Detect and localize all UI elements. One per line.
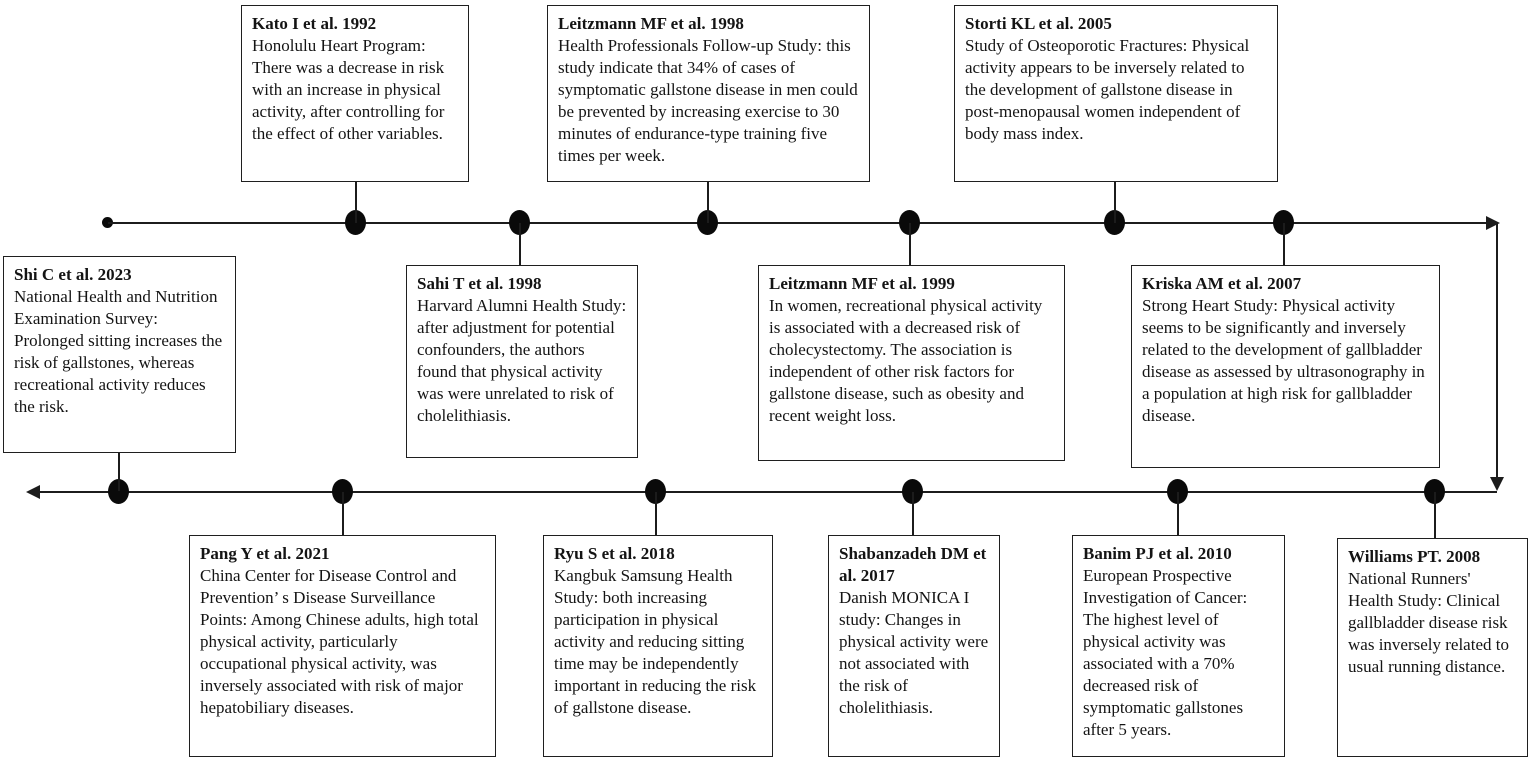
timeline-dot-sahi [509, 210, 530, 235]
study-title: Kato I et al. 1992 [252, 14, 377, 33]
study-title: Storti KL et al. 2005 [965, 14, 1112, 33]
timeline-axis-bottom [39, 491, 1497, 493]
connector-line-banim [1177, 492, 1179, 535]
study-box-shabanzadeh-2017: Shabanzadeh DM et al. 2017 Danish MONICA… [828, 535, 1000, 757]
study-title: Ryu S et al. 2018 [554, 544, 675, 563]
timeline-dot-shi [108, 479, 129, 504]
study-summary: Study of Osteoporotic Fractures: Physica… [965, 36, 1250, 143]
arrow-down-icon [1490, 477, 1504, 491]
study-title: Leitzmann MF et al. 1999 [769, 274, 955, 293]
timeline-start-dot [102, 217, 113, 228]
connector-line-shabanzadeh [912, 492, 914, 535]
connector-line-sahi [519, 223, 521, 265]
arrow-left-icon [26, 485, 40, 499]
study-summary: China Center for Disease Control and Pre… [200, 566, 479, 717]
timeline-dot-leitzmann-1999 [899, 210, 920, 235]
study-title: Sahi T et al. 1998 [417, 274, 542, 293]
study-title: Shabanzadeh DM et al. 2017 [839, 544, 987, 585]
timeline-dot-williams [1424, 479, 1445, 504]
study-title: Banim PJ et al. 2010 [1083, 544, 1232, 563]
study-summary: Honolulu Heart Program: There was a decr… [252, 36, 445, 143]
connector-line-williams [1434, 492, 1436, 538]
timeline-axis-right-link [1496, 222, 1498, 477]
study-summary: Danish MONICA I study: Changes in physic… [839, 588, 989, 717]
timeline-dot-ryu [645, 479, 666, 504]
study-box-leitzmann-1998: Leitzmann MF et al. 1998 Health Professi… [547, 5, 870, 182]
timeline-dot-shabanzadeh [902, 479, 923, 504]
study-summary: Kangbuk Samsung Health Study: both incre… [554, 566, 757, 717]
study-summary: Strong Heart Study: Physical activity se… [1142, 296, 1425, 425]
study-box-banim-2010: Banim PJ et al. 2010 European Prospectiv… [1072, 535, 1285, 757]
study-title: Pang Y et al. 2021 [200, 544, 330, 563]
timeline-dot-banim [1167, 479, 1188, 504]
study-box-williams-2008: Williams PT. 2008 National Runners' Heal… [1337, 538, 1528, 757]
study-box-kriska-2007: Kriska AM et al. 2007 Strong Heart Study… [1131, 265, 1440, 468]
study-box-storti-2005: Storti KL et al. 2005 Study of Osteoporo… [954, 5, 1278, 182]
study-title: Leitzmann MF et al. 1998 [558, 14, 744, 33]
connector-line-kriska [1283, 223, 1285, 265]
study-box-sahi-1998: Sahi T et al. 1998 Harvard Alumni Health… [406, 265, 638, 458]
timeline-dot-kriska [1273, 210, 1294, 235]
timeline-axis-top [108, 222, 1488, 224]
connector-line-pang [342, 492, 344, 535]
study-summary: National Runners' Health Study: Clinical… [1348, 569, 1509, 676]
study-title: Williams PT. 2008 [1348, 547, 1481, 566]
timeline-dot-pang [332, 479, 353, 504]
connector-line-storti [1114, 182, 1116, 223]
study-box-kato-1992: Kato I et al. 1992 Honolulu Heart Progra… [241, 5, 469, 182]
study-summary: Health Professionals Follow-up Study: th… [558, 36, 858, 165]
study-summary: In women, recreational physical activity… [769, 296, 1043, 425]
study-summary: European Prospective Investigation of Ca… [1083, 566, 1248, 739]
connector-line-ryu [655, 492, 657, 535]
connector-line-shi [118, 453, 120, 491]
study-box-shi-2023: Shi C et al. 2023 National Health and Nu… [3, 256, 236, 453]
connector-line-leitzmann-1999 [909, 223, 911, 265]
study-box-ryu-2018: Ryu S et al. 2018 Kangbuk Samsung Health… [543, 535, 773, 757]
connector-line-kato [355, 182, 357, 223]
study-summary: Harvard Alumni Health Study: after adjus… [417, 296, 627, 425]
study-title: Shi C et al. 2023 [14, 265, 132, 284]
study-title: Kriska AM et al. 2007 [1142, 274, 1302, 293]
study-summary: National Health and Nutrition Examinatio… [14, 287, 223, 416]
study-box-leitzmann-1999: Leitzmann MF et al. 1999 In women, recre… [758, 265, 1065, 461]
connector-line-leitzmann-1998 [707, 182, 709, 223]
study-box-pang-2021: Pang Y et al. 2021 China Center for Dise… [189, 535, 496, 757]
